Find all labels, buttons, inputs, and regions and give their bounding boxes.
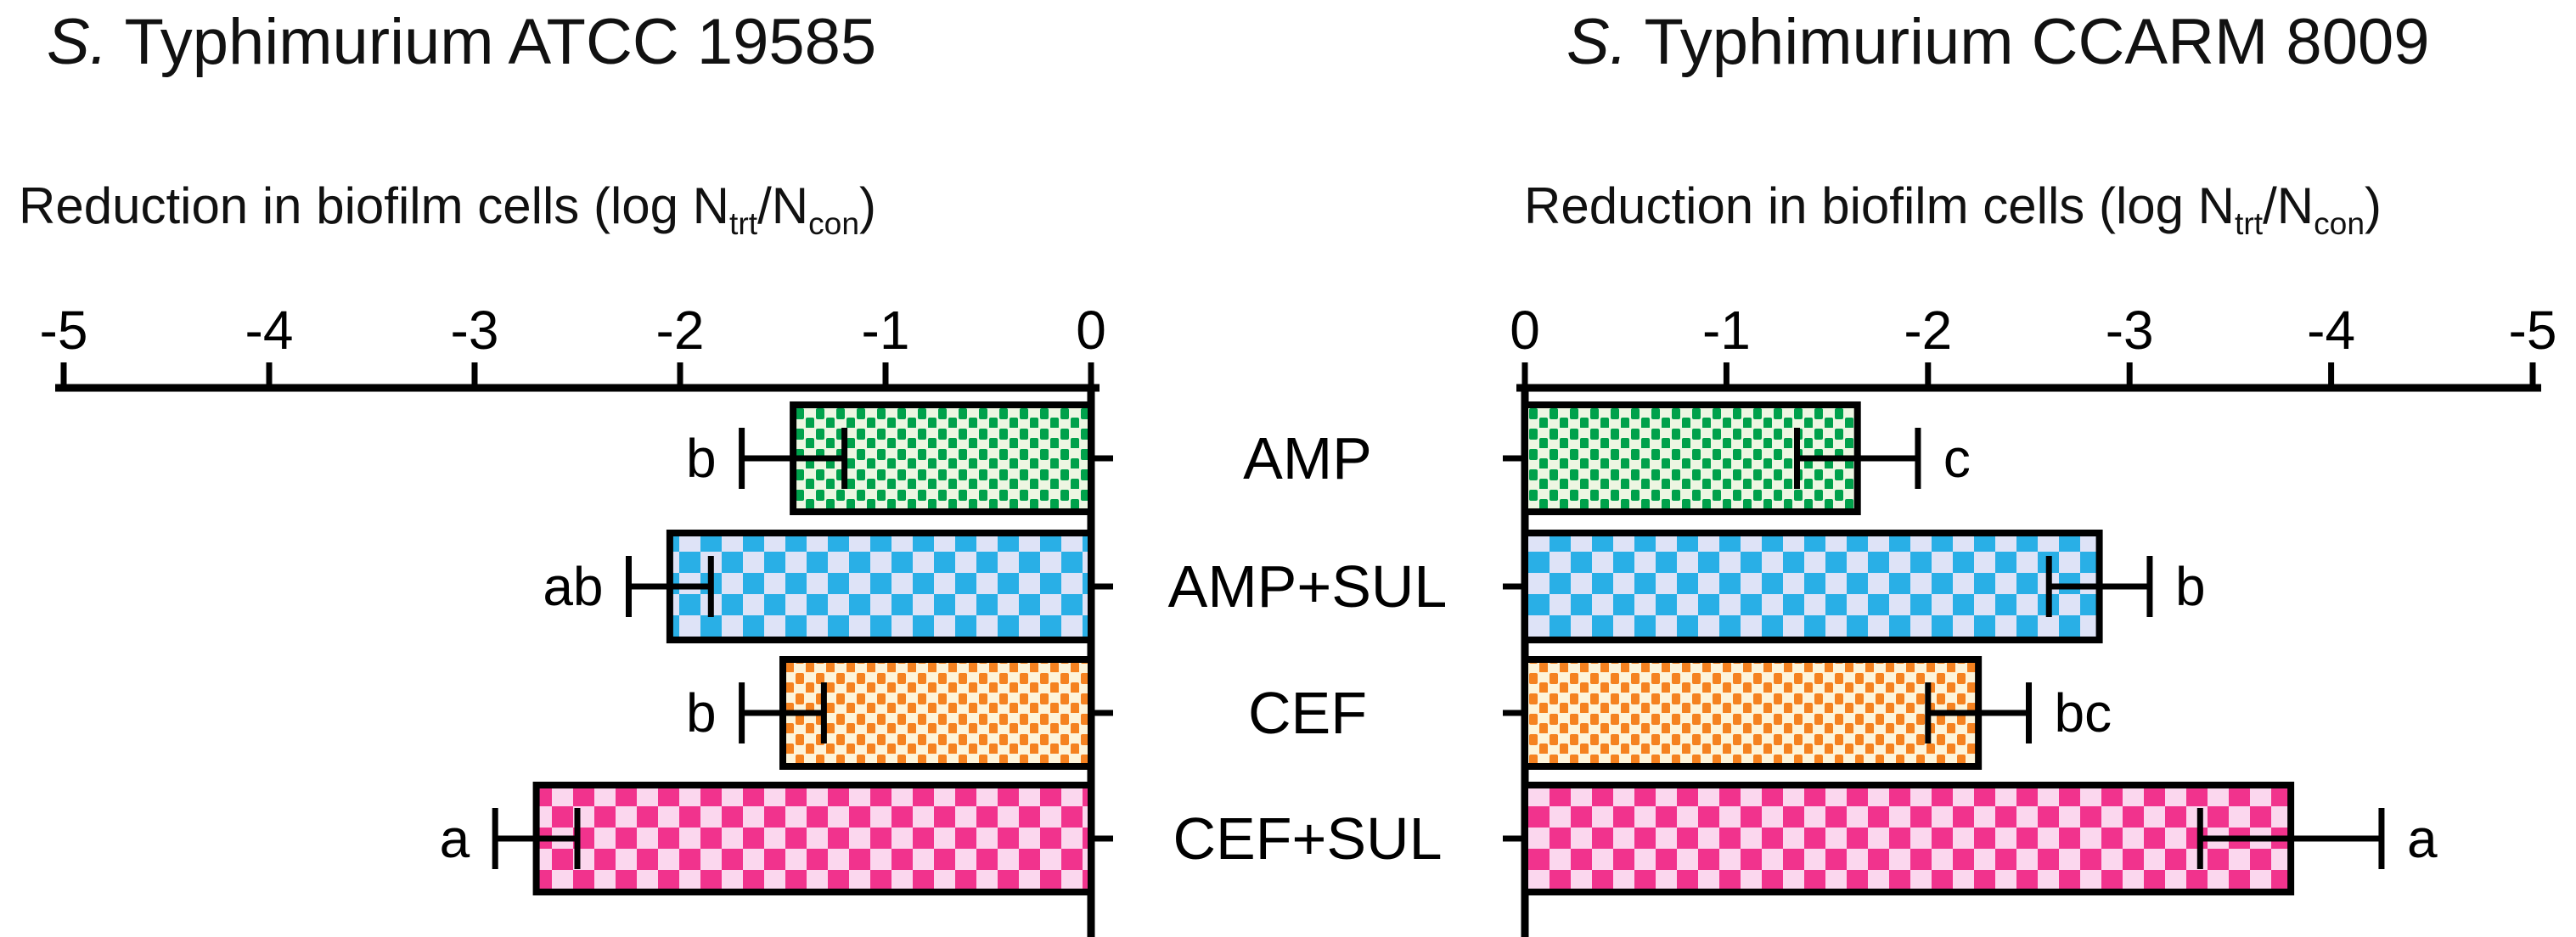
axis-label-text: ) [859,177,877,234]
chart-panel-left: -5 -4 -3 -2 -1 0 b ab b a [40,300,1113,937]
sig-letter-amp: c [1943,428,1971,489]
x-axis-label-left: Reduction in biofilm cells (log Ntrt/Nco… [19,177,876,242]
sig-letter-amp-sul: b [2175,556,2206,617]
sig-letter-amp-sul: ab [543,556,603,617]
x-axis-tick-label: -5 [2509,300,2557,361]
x-axis-label-right: Reduction in biofilm cells (log Ntrt/Nco… [1524,177,2382,242]
x-axis-tick-label: -1 [1702,300,1751,361]
chart-panel-right: 0 -1 -2 -3 -4 -5 c b bc a [1503,300,2556,937]
sig-letter-cef: bc [2055,682,2112,743]
bar-cef-sul [1521,782,2295,895]
sig-letter-amp: b [686,428,717,489]
sig-letter-cef-sul: a [2407,808,2438,869]
bar-amp-sul [1521,530,2103,643]
axis-label-text: /N [2263,177,2314,234]
axis-label-sub-con: con [808,205,860,241]
x-axis-tick-label: -3 [451,300,499,361]
x-axis-tick-label: -1 [862,300,910,361]
x-axis-tick-label: -5 [40,300,88,361]
sig-letter-cef-sul: a [440,808,470,869]
axis-label-text: Reduction in biofilm cells (log N [19,177,730,234]
title-genus-left: S. [47,6,108,78]
chart-title-right: S. Typhimurium CCARM 8009 [1566,7,2430,78]
category-label-amp-sul: AMP+SUL [1168,553,1448,620]
axis-label-sub-trt: trt [729,205,758,241]
x-axis-tick-label: 0 [1076,300,1106,361]
axis-label-text: /N [757,177,809,234]
chart-title-left: S. Typhimurium ATCC 19585 [47,7,876,78]
title-strain-left: Typhimurium ATCC 19585 [107,6,877,78]
axis-label-text: Reduction in biofilm cells (log N [1524,177,2236,234]
sig-letter-cef: b [686,682,717,743]
x-axis-tick-label: -3 [2106,300,2154,361]
category-label-amp: AMP [1243,425,1372,491]
x-axis-tick-label: -2 [656,300,705,361]
axis-label-sub-trt: trt [2235,205,2264,241]
title-strain-right: Typhimurium CCARM 8009 [1627,6,2430,78]
category-label-cef-sul: CEF+SUL [1173,805,1442,872]
x-axis-tick-label: -4 [2307,300,2355,361]
bar-cef-sul [532,782,1094,895]
x-axis-tick-label: -2 [1904,300,1952,361]
category-label-cef: CEF [1248,680,1367,746]
bar-cef [779,656,1094,770]
title-genus-right: S. [1566,6,1628,78]
bar-cef [1521,656,1983,770]
x-axis-tick-label: -4 [245,300,294,361]
x-axis-tick-label: 0 [1510,300,1540,361]
bar-amp-sul [666,530,1095,643]
axis-label-text: ) [2365,177,2382,234]
axis-label-sub-con: con [2314,205,2365,241]
